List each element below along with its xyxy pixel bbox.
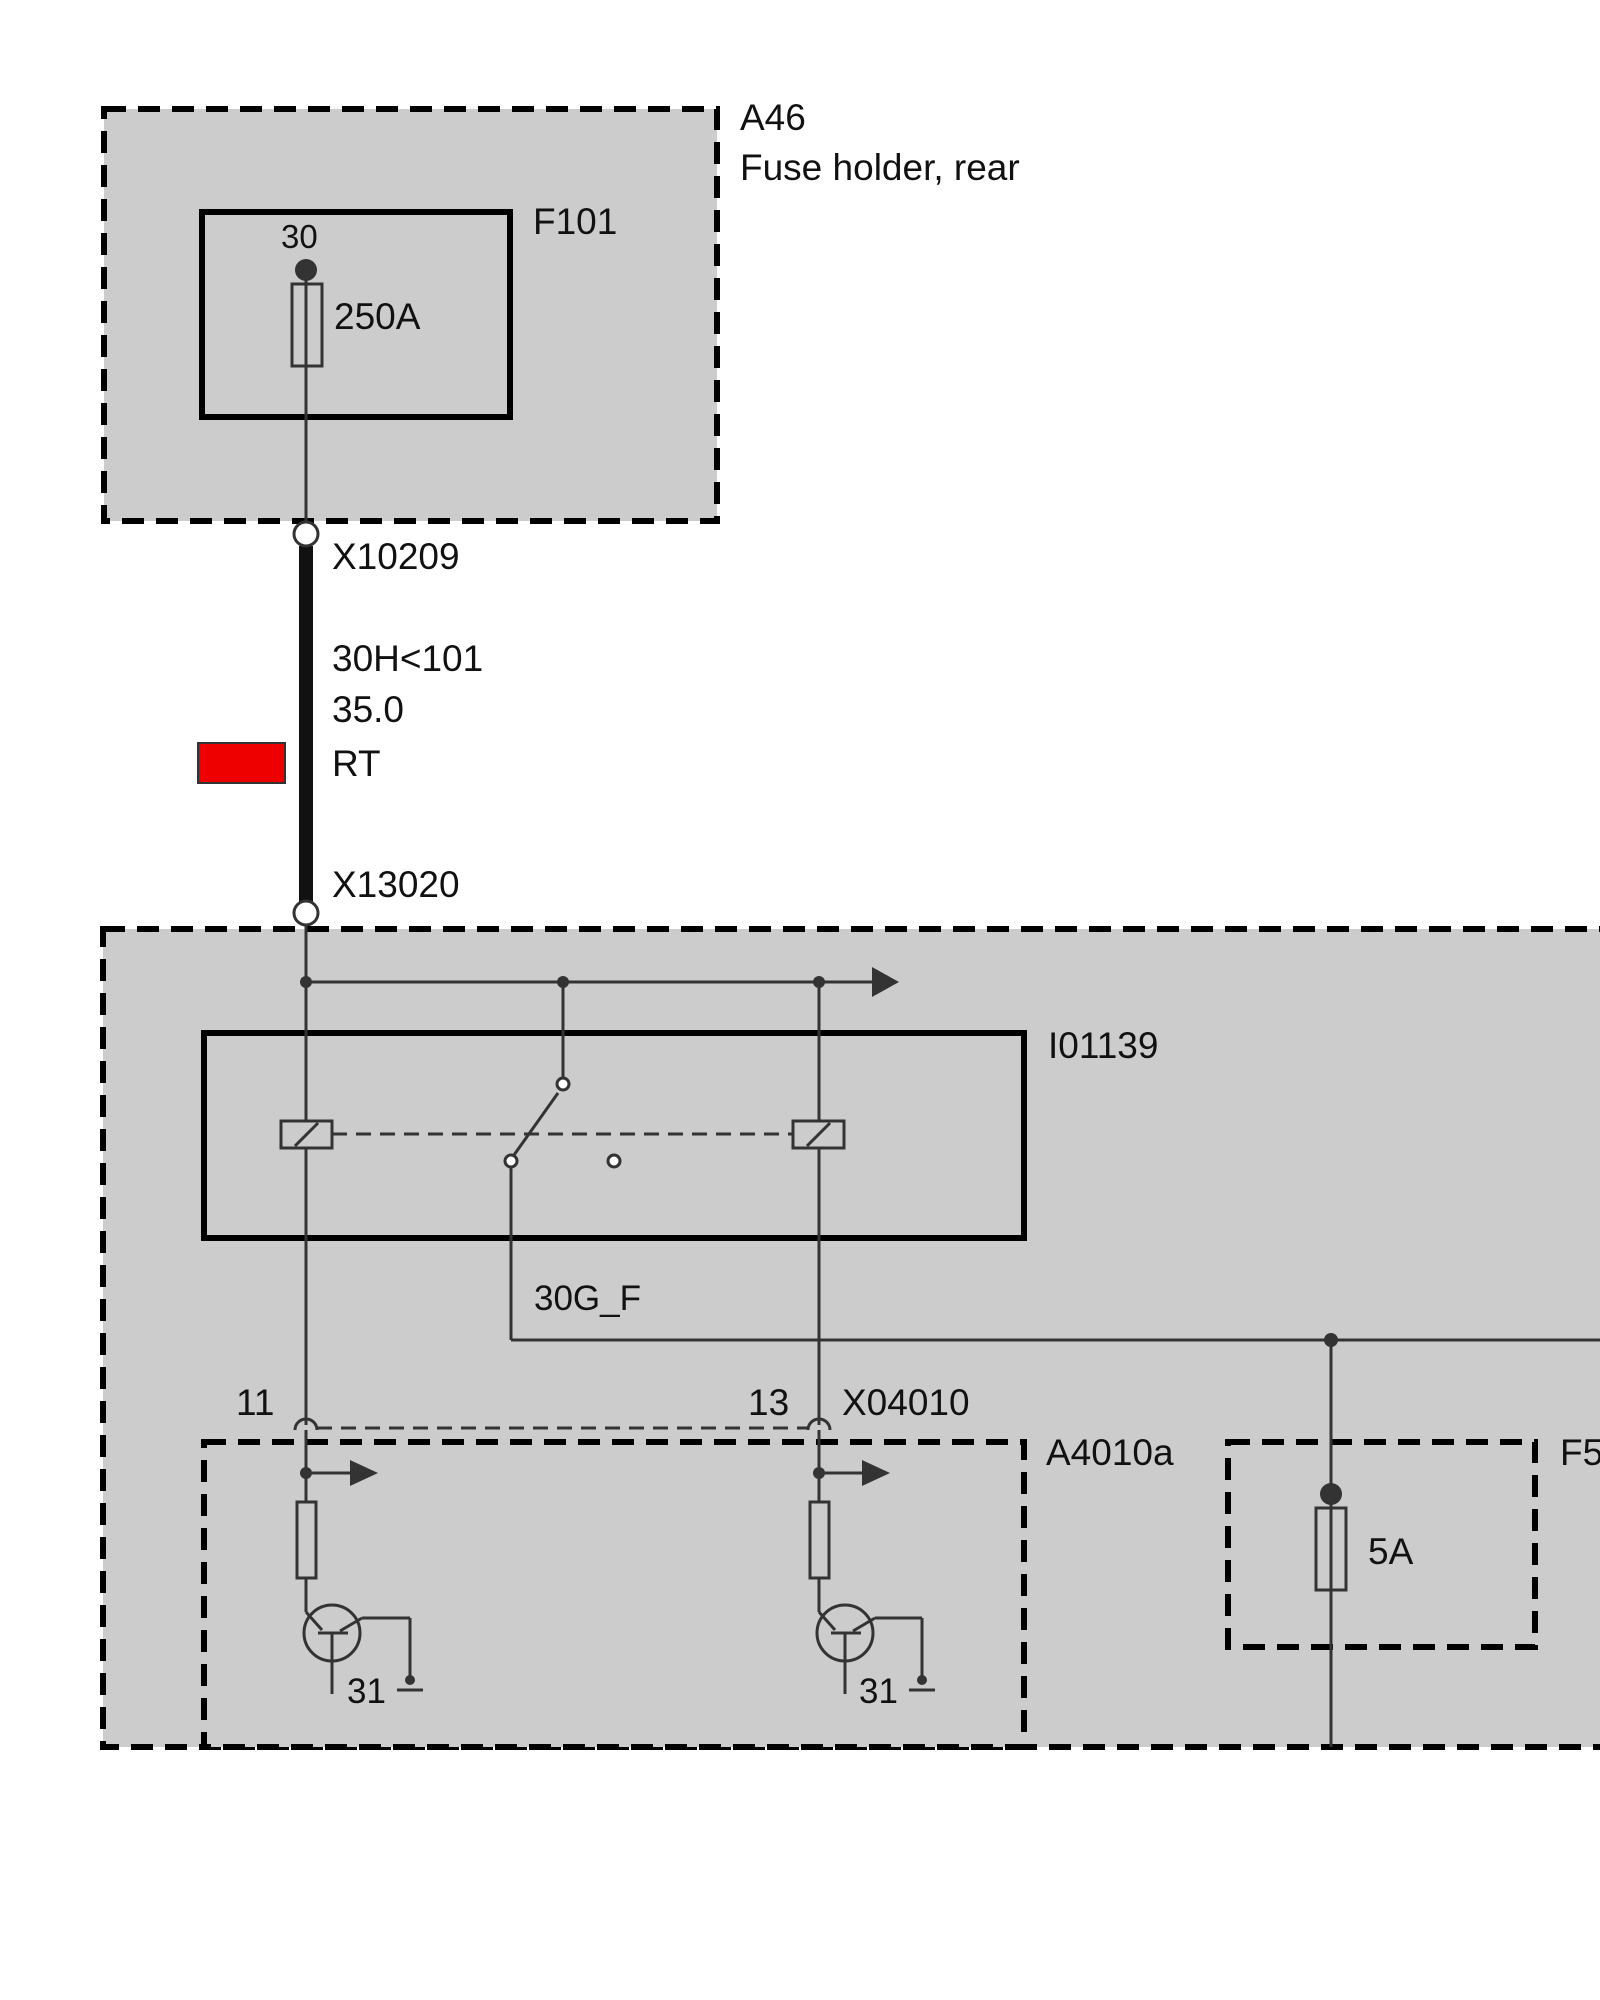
wire-color-label: RT <box>332 743 381 784</box>
driver-left-resistor <box>295 1500 318 1580</box>
driver-right-collector <box>852 1616 876 1633</box>
connector-pin-13-bridge <box>806 1417 832 1431</box>
fuse-f101-pin: 30 <box>281 218 318 255</box>
relay-contact-nc <box>606 1153 622 1169</box>
fuse-f101-rating: 250A <box>334 296 421 337</box>
ground-right-label: 31 <box>859 1672 898 1711</box>
module-a4010a-box <box>201 1439 1027 1750</box>
fuse-f101-box <box>199 209 513 420</box>
driver-right-base <box>817 1611 837 1631</box>
fuse-f5-rating: 5A <box>1368 1531 1414 1572</box>
wire-cross-section-label: 35.0 <box>332 689 404 730</box>
relay-i01139-id: I01139 <box>1048 1025 1158 1066</box>
module-f5-box <box>1225 1439 1538 1650</box>
fuse-f101-id: F101 <box>533 201 617 242</box>
connector-x04010-label: X04010 <box>842 1382 970 1423</box>
bus-arrow-icon <box>872 967 899 997</box>
pin-11-label: 11 <box>236 1382 274 1423</box>
module-f5-id: F5 <box>1560 1432 1600 1473</box>
pin-13-label: 13 <box>748 1382 789 1423</box>
module-a46-box <box>101 106 720 524</box>
relay-switch-blade <box>512 1092 560 1156</box>
connector-x10209-pin <box>292 520 320 548</box>
driver-left-collector <box>339 1616 363 1633</box>
ground-left-label: 31 <box>347 1672 386 1711</box>
driver-left-arrow-icon <box>350 1460 378 1486</box>
wire-signal-label: 30H<101 <box>332 638 483 679</box>
driver-left-base <box>304 1611 324 1631</box>
module-a4010a-id: A4010a <box>1046 1432 1174 1473</box>
connector-x10209-label: X10209 <box>332 536 460 577</box>
driver-left-ground-dot <box>405 1675 415 1685</box>
relay-contact-upper <box>555 1076 571 1092</box>
driver-right-arrow-icon <box>862 1460 890 1486</box>
relay-i01139-box <box>201 1030 1027 1241</box>
connector-x13020-label: X13020 <box>332 864 460 905</box>
module-a46-id: A46 <box>740 97 806 138</box>
net-30g-f-label: 30G_F <box>534 1279 641 1318</box>
wire-color-swatch <box>197 742 286 784</box>
module-a46-name: Fuse holder, rear <box>740 147 1020 188</box>
driver-right-resistor <box>808 1500 831 1580</box>
driver-right-ground-dot <box>917 1675 927 1685</box>
coil-right-diag <box>805 1121 832 1148</box>
connector-x13020-pin <box>292 899 320 927</box>
coil-left-diag <box>293 1121 320 1148</box>
connector-pin-11-bridge <box>293 1417 319 1431</box>
relay-contact-common <box>503 1153 519 1169</box>
fuse-f5-terminal <box>1320 1483 1342 1505</box>
